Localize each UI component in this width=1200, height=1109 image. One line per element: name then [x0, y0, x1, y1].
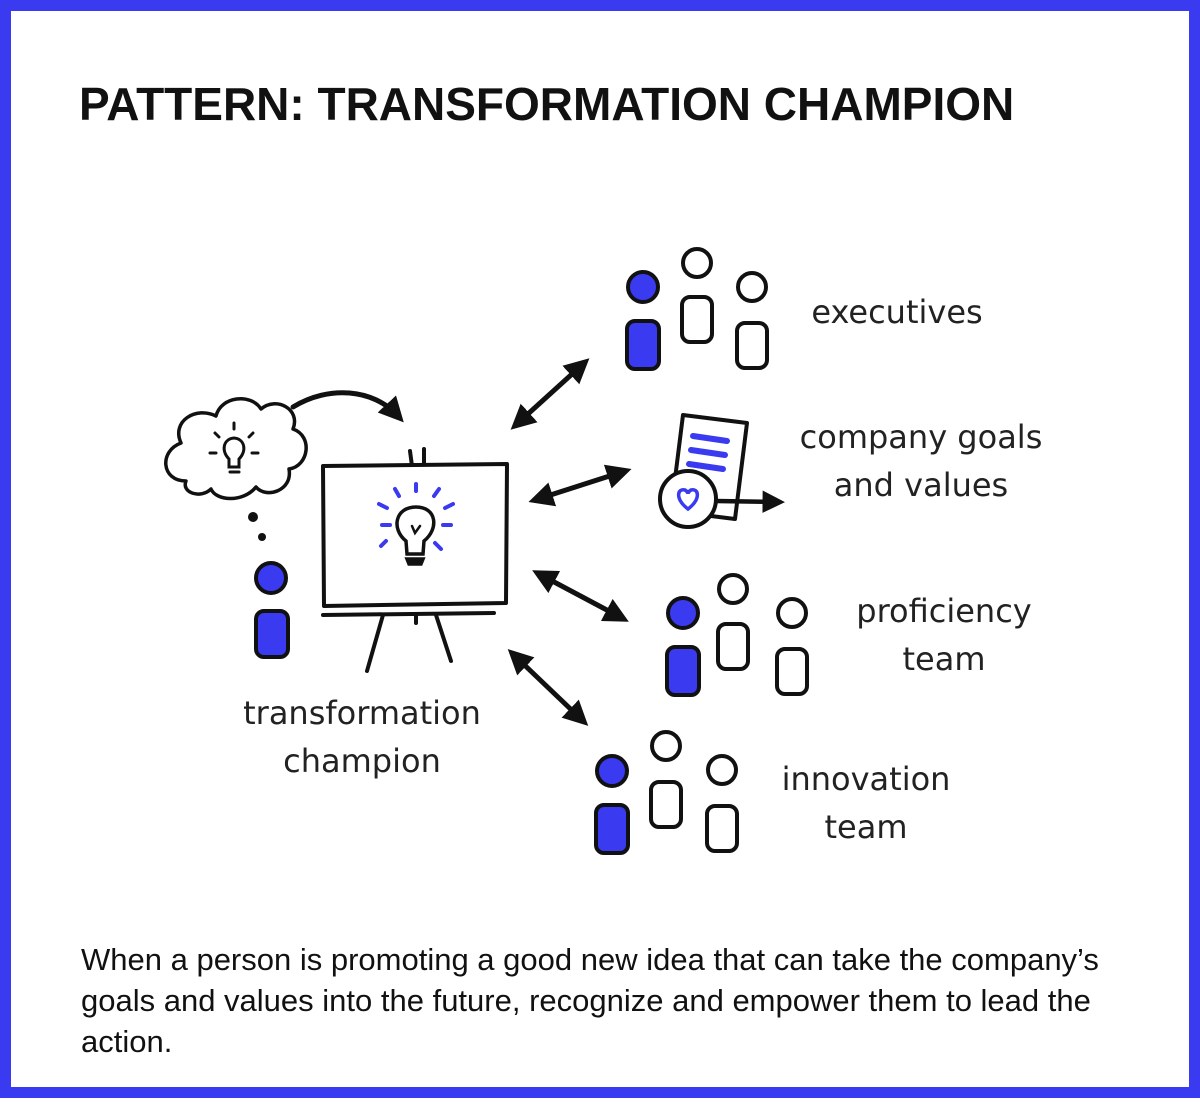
heart-badge-icon [658, 469, 785, 529]
group-icon [665, 573, 809, 697]
proficiency-label-line1: proficiency [856, 592, 1032, 630]
person-icon [254, 561, 290, 659]
innovation-label-line2: team [824, 808, 908, 846]
caption-text: When a person is promoting a good new id… [81, 942, 1099, 1059]
diagram-canvas [164, 247, 809, 855]
champion-label: transformation champion [207, 689, 517, 785]
thought-dots [248, 512, 266, 541]
goals-label: company goals and values [781, 413, 1061, 509]
page-title: PATTERN: TRANSFORMATION CHAMPION [79, 78, 1015, 130]
goals-label-line2: and values [833, 466, 1009, 504]
group-icon [594, 730, 739, 855]
double-arrow-icon [507, 358, 632, 726]
goals-label-line1: company goals [799, 418, 1043, 456]
lightbulb-icon [208, 421, 260, 474]
executives-label: executives [797, 288, 997, 336]
innovation-label-line1: innovation [781, 760, 951, 798]
lightbulb-icon [395, 505, 436, 566]
idea-arrow [290, 390, 404, 423]
executives-label-line1: executives [811, 293, 983, 331]
champion-label-line2: champion [283, 742, 441, 780]
proficiency-label-line2: team [902, 640, 986, 678]
champion-label-line1: transformation [243, 694, 481, 732]
group-icon [625, 247, 769, 371]
innovation-label: innovation team [759, 755, 973, 851]
thought-cloud-icon [164, 397, 308, 501]
proficiency-label: proficiency team [831, 587, 1057, 683]
lightbulb-rays [377, 482, 455, 551]
